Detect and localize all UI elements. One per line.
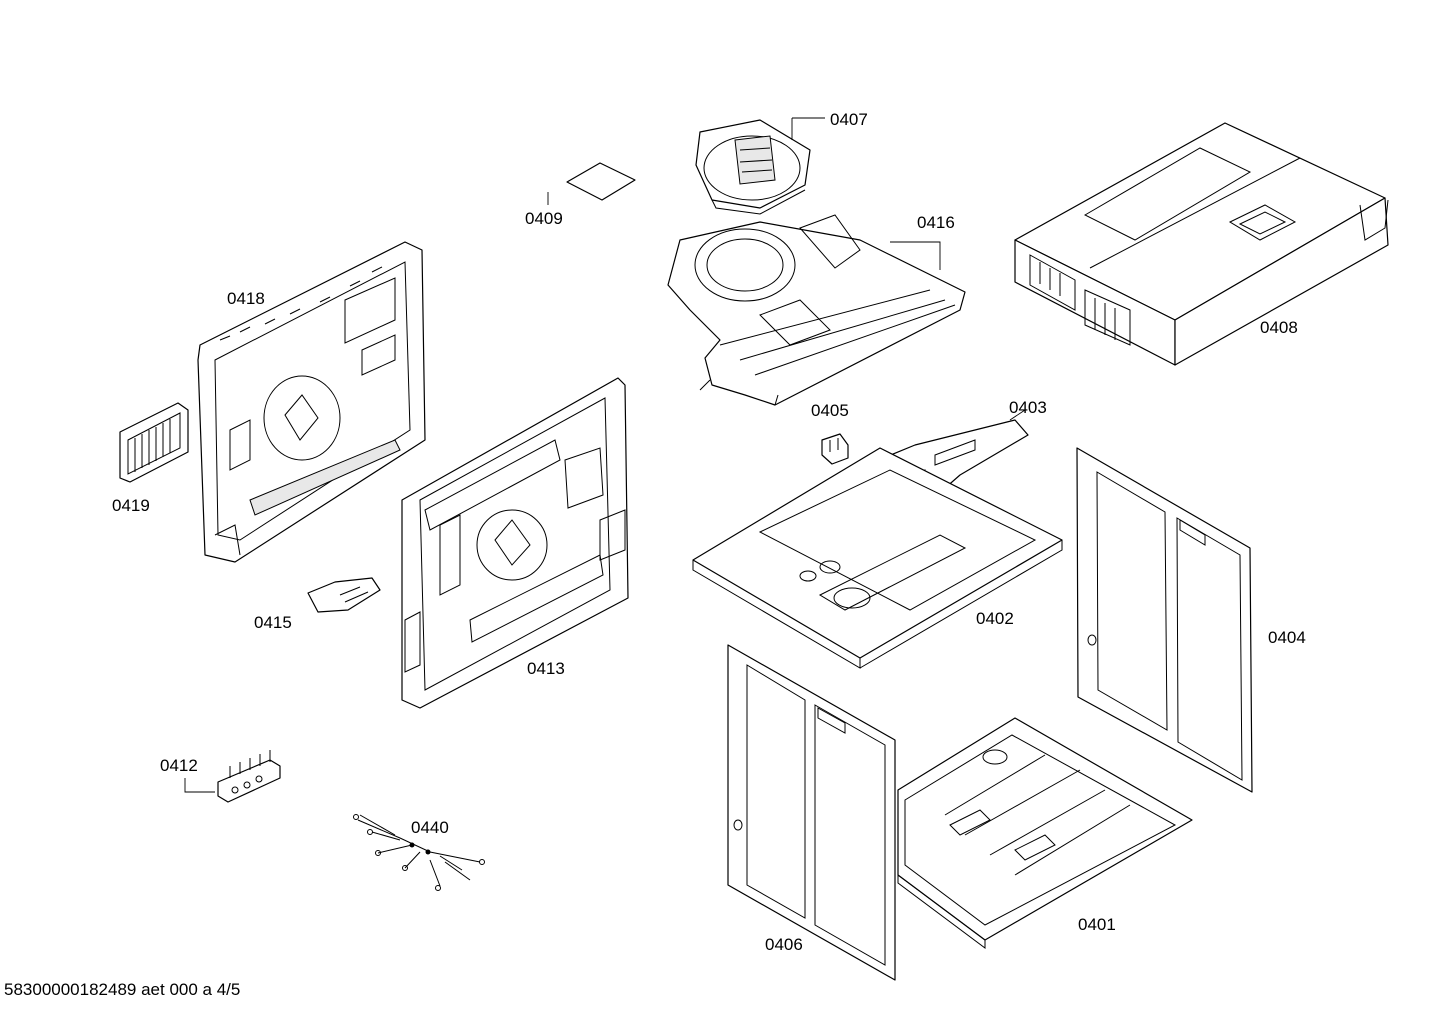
part-0408-top-cover xyxy=(1014,122,1389,366)
label-0405: 0405 xyxy=(811,401,849,420)
label-0407: 0407 xyxy=(830,110,868,129)
label-0409: 0409 xyxy=(525,209,563,228)
part-0415-connector xyxy=(307,577,381,613)
label-0408: 0408 xyxy=(1260,318,1298,337)
part-0409-insulation-pad xyxy=(547,162,636,205)
part-0440-wiring-harness xyxy=(353,814,485,891)
label-0415: 0415 xyxy=(254,613,292,632)
label-0412: 0412 xyxy=(160,756,198,775)
part-0413-inner-rear-wall xyxy=(401,377,629,709)
label-0406: 0406 xyxy=(765,935,803,954)
part-0406-left-side-panel xyxy=(727,644,896,981)
part-0405-bracket-clip xyxy=(821,433,849,465)
label-0403: 0403 xyxy=(1009,398,1047,417)
part-0418-rear-panel xyxy=(197,241,426,563)
label-0402: 0402 xyxy=(976,609,1014,628)
part-0407-fan-motor xyxy=(695,117,825,215)
label-0413: 0413 xyxy=(527,659,565,678)
label-0418: 0418 xyxy=(227,289,265,308)
part-0419-vent-grille xyxy=(119,402,189,483)
part-0401-bottom-frame xyxy=(897,717,1193,949)
label-0419: 0419 xyxy=(112,496,150,515)
part-0416-fan-housing xyxy=(667,214,966,406)
label-0416: 0416 xyxy=(917,213,955,232)
label-0404: 0404 xyxy=(1268,628,1306,647)
part-0404-right-side-panel xyxy=(1076,447,1253,793)
document-reference-footer: 58300000182489 aet 000 a 4/5 xyxy=(4,980,241,999)
label-0440: 0440 xyxy=(411,818,449,837)
label-0401: 0401 xyxy=(1078,915,1116,934)
part-0402-oven-base-plate xyxy=(692,447,1063,669)
part-0412-terminal-block xyxy=(184,750,281,803)
